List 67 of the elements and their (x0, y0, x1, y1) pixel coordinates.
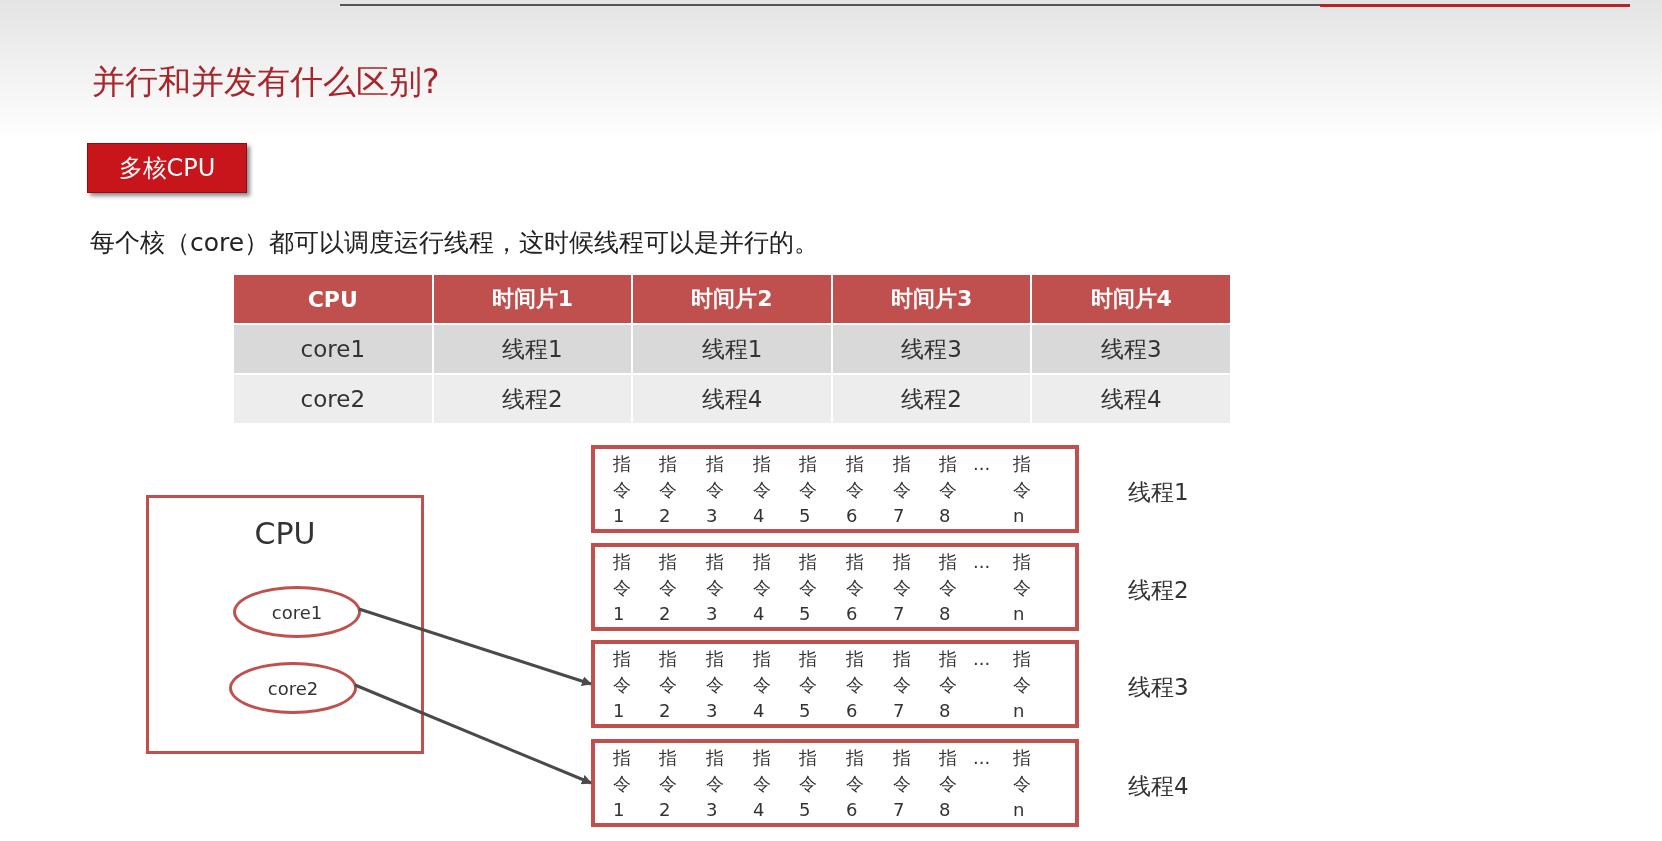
instruction-label: 指令2 (659, 746, 678, 822)
instruction-label: 指令n (1013, 647, 1032, 723)
table-cell: 线程4 (1032, 375, 1230, 423)
table-cell: 线程2 (832, 375, 1031, 423)
instruction-label: 指令8 (939, 647, 958, 723)
instruction-label: 指令6 (846, 647, 865, 723)
instruction-label: ... (973, 647, 992, 671)
title: 并行和并发有什么区别? (92, 61, 440, 103)
instruction-label: 指令6 (846, 550, 865, 626)
header-cell: 时间片4 (1032, 275, 1230, 323)
instruction-label: 指令3 (706, 550, 725, 626)
header-cell: 时间片1 (433, 275, 632, 323)
cpu-box (146, 495, 424, 754)
instruction-label: 指令7 (893, 550, 912, 626)
table-cell: 线程4 (633, 375, 831, 423)
instruction-label: 指令7 (893, 452, 912, 528)
box-label: 多核CPU (118, 153, 216, 184)
instruction-label: 指令1 (613, 647, 632, 723)
table-cell: 线程2 (433, 375, 632, 423)
instruction-label: 指令n (1013, 550, 1032, 626)
instruction-label: 指令4 (753, 647, 772, 723)
box-label: core2 (267, 677, 319, 699)
instruction-label: 指令7 (893, 746, 912, 822)
instruction-label: 指令3 (706, 746, 725, 822)
instruction-label: 指令8 (939, 746, 958, 822)
table-cell: 线程3 (1032, 325, 1230, 373)
instruction-label: 指令4 (753, 550, 772, 626)
instruction-label: 指令n (1013, 746, 1032, 822)
thread-label: 线程2 (1128, 576, 1189, 605)
instruction-label: 指令5 (799, 746, 818, 822)
instruction-label: 指令1 (613, 550, 632, 626)
instruction-label: 指令3 (706, 452, 725, 528)
table-cell: core2 (234, 375, 432, 423)
body-text: 每个核（core）都可以调度运行线程，这时候线程可以是并行的。 (90, 227, 820, 259)
table-cell: 线程1 (433, 325, 632, 373)
instruction-label: 指令5 (799, 647, 818, 723)
instruction-label: 指令6 (846, 746, 865, 822)
instruction-label: 指令8 (939, 550, 958, 626)
instruction-label: ... (973, 452, 992, 476)
instruction-label: 指令6 (846, 452, 865, 528)
instruction-label: 指令4 (753, 746, 772, 822)
box-label: core1 (271, 601, 323, 623)
header-cell: 时间片3 (832, 275, 1031, 323)
instruction-label: 指令2 (659, 647, 678, 723)
thread-label: 线程1 (1128, 478, 1189, 507)
instruction-label: 指令n (1013, 452, 1032, 528)
instruction-label: 指令2 (659, 452, 678, 528)
instruction-label: 指令5 (799, 550, 818, 626)
instruction-label: 指令8 (939, 452, 958, 528)
instruction-label: 指令7 (893, 647, 912, 723)
instruction-label: 指令3 (706, 647, 725, 723)
thread-label: 线程3 (1128, 673, 1189, 702)
header-cell: 时间片2 (633, 275, 831, 323)
instruction-label: ... (973, 550, 992, 574)
table-cell: 线程1 (633, 325, 831, 373)
instruction-label: 指令1 (613, 452, 632, 528)
header-cell: CPU (234, 275, 432, 323)
instruction-label: 指令1 (613, 746, 632, 822)
instruction-label: ... (973, 746, 992, 770)
tag-box (87, 143, 247, 193)
instruction-label: 指令2 (659, 550, 678, 626)
thread-label: 线程4 (1128, 772, 1189, 801)
instruction-label: 指令5 (799, 452, 818, 528)
table-cell: core1 (234, 325, 432, 373)
table-cell: 线程3 (832, 325, 1031, 373)
box-label: CPU (253, 516, 317, 551)
instruction-label: 指令4 (753, 452, 772, 528)
